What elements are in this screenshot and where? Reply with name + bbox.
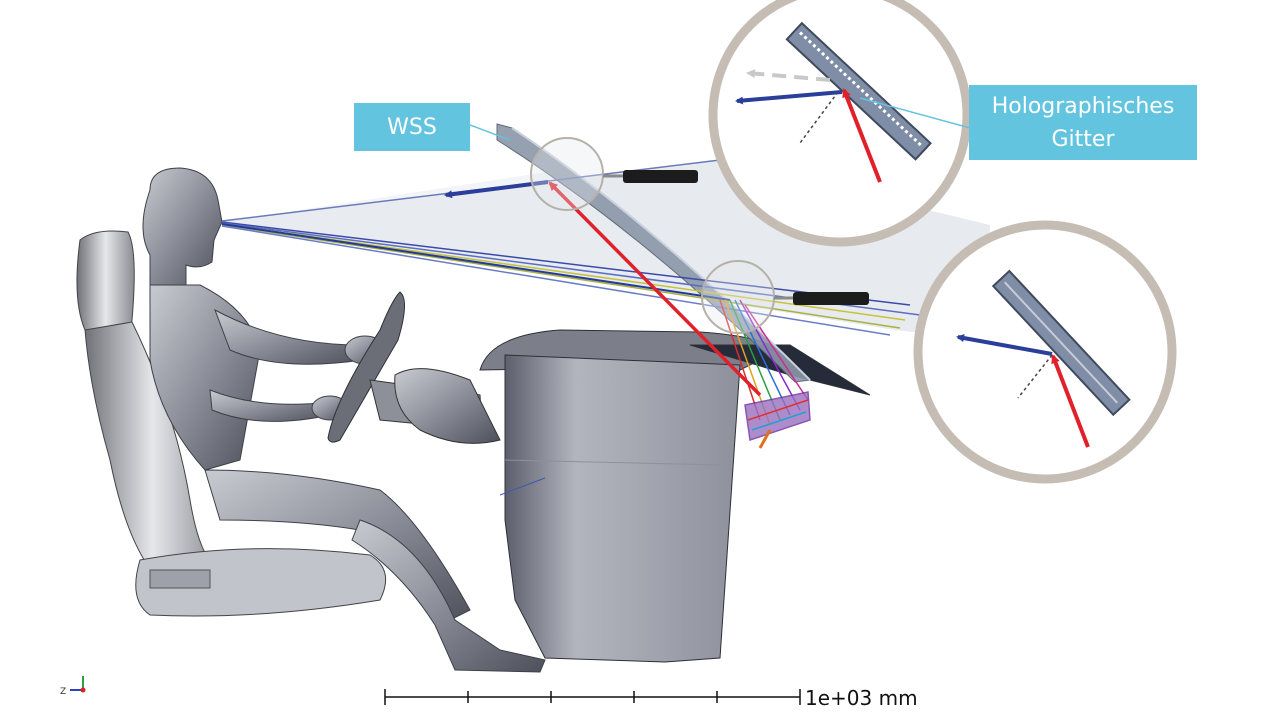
diffracted-ray-main <box>444 180 549 199</box>
grating-leader-line <box>859 97 971 129</box>
zoom-circle-plain <box>913 220 1177 484</box>
wss-label-text: WSS <box>387 114 437 140</box>
wss-leader-line <box>469 124 511 141</box>
driver-mannequin <box>142 167 546 673</box>
car-seat <box>76 230 387 617</box>
magnifier-upper <box>530 137 698 211</box>
holographic-grating-callout: Holographisches Gitter <box>969 85 1197 160</box>
wss-callout: WSS <box>354 103 470 151</box>
scale-bar-label: 1e+03 mm <box>805 686 918 710</box>
scale-bar <box>384 689 801 705</box>
grating-label-line1: Holographisches <box>991 93 1175 119</box>
magnifier-lower <box>701 260 869 334</box>
incident-ray-main <box>548 181 762 397</box>
instrument-panel <box>479 329 871 663</box>
zoom-circle-grating <box>708 0 972 247</box>
steering-wheel <box>327 291 501 444</box>
hud-rays <box>719 299 811 449</box>
axis-z-label: Z <box>60 687 66 697</box>
axis-triad: Z <box>60 676 86 697</box>
grating-label-line2: Gitter <box>1051 126 1115 152</box>
dash-marker-line <box>499 477 546 496</box>
